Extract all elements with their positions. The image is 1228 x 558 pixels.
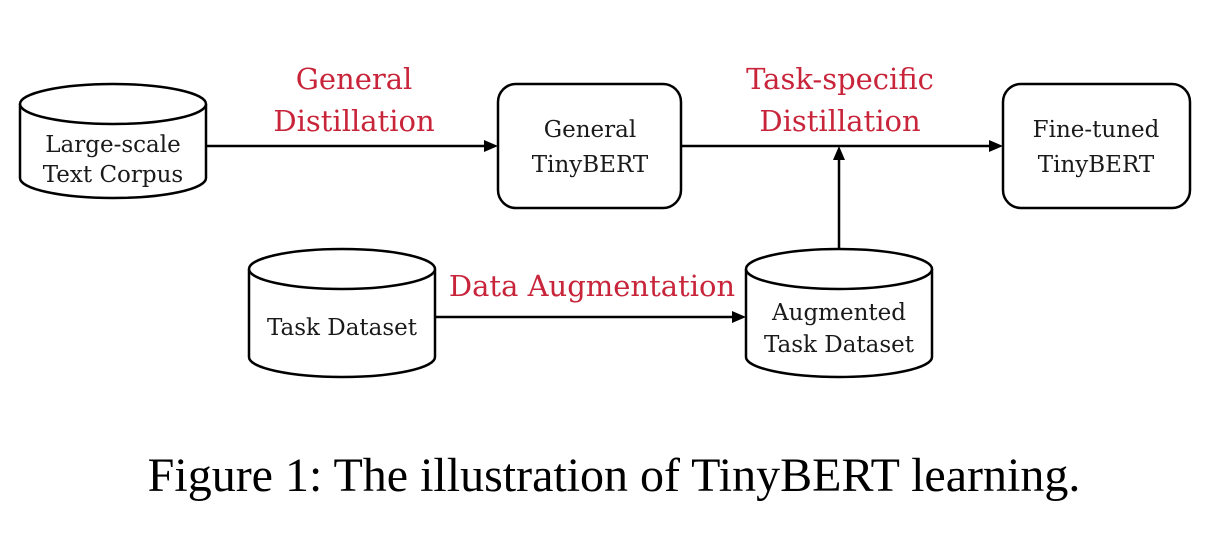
node-text-corpus-line1: Large-scale: [45, 132, 180, 158]
tinybert-diagram: Large-scale Text Corpus General TinyBERT…: [18, 62, 1192, 379]
edge-general-distillation-line1: General: [296, 62, 413, 96]
edge-task-specific-distillation: Task-specific Distillation: [681, 62, 1003, 152]
edge-augmented-to-distillation: [833, 146, 845, 249]
node-general-tinybert-line2: TinyBERT: [532, 152, 649, 178]
node-augmented-line2: Task Dataset: [764, 332, 915, 358]
figure-caption: Figure 1: The illustration of TinyBERT l…: [147, 449, 1081, 502]
node-general-tinybert-line1: General: [544, 117, 636, 143]
arrowhead-icon: [484, 140, 498, 152]
node-finetuned-tinybert-line2: TinyBERT: [1038, 152, 1155, 178]
edge-task-distillation-line1: Task-specific: [746, 62, 934, 96]
node-task-dataset-label: Task Dataset: [267, 315, 418, 341]
node-augmented-task-dataset: Augmented Task Dataset: [744, 247, 934, 379]
node-general-tinybert: General TinyBERT: [496, 82, 683, 210]
arrowhead-icon: [732, 311, 746, 323]
node-task-dataset: Task Dataset: [247, 247, 437, 379]
node-augmented-line1: Augmented: [771, 300, 906, 326]
edge-general-distillation-line2: Distillation: [273, 104, 434, 138]
node-text-corpus: Large-scale Text Corpus: [18, 82, 208, 200]
node-finetuned-tinybert-line1: Fine-tuned: [1033, 117, 1160, 143]
edge-general-distillation: General Distillation: [206, 62, 498, 152]
arrowhead-icon: [989, 140, 1003, 152]
edge-data-augmentation: Data Augmentation: [435, 269, 746, 323]
edge-data-augmentation-label: Data Augmentation: [449, 269, 735, 303]
edge-task-distillation-line2: Distillation: [759, 104, 920, 138]
node-text-corpus-line2: Text Corpus: [43, 162, 183, 188]
node-finetuned-tinybert: Fine-tuned TinyBERT: [1001, 82, 1192, 210]
arrowhead-icon: [833, 146, 845, 160]
